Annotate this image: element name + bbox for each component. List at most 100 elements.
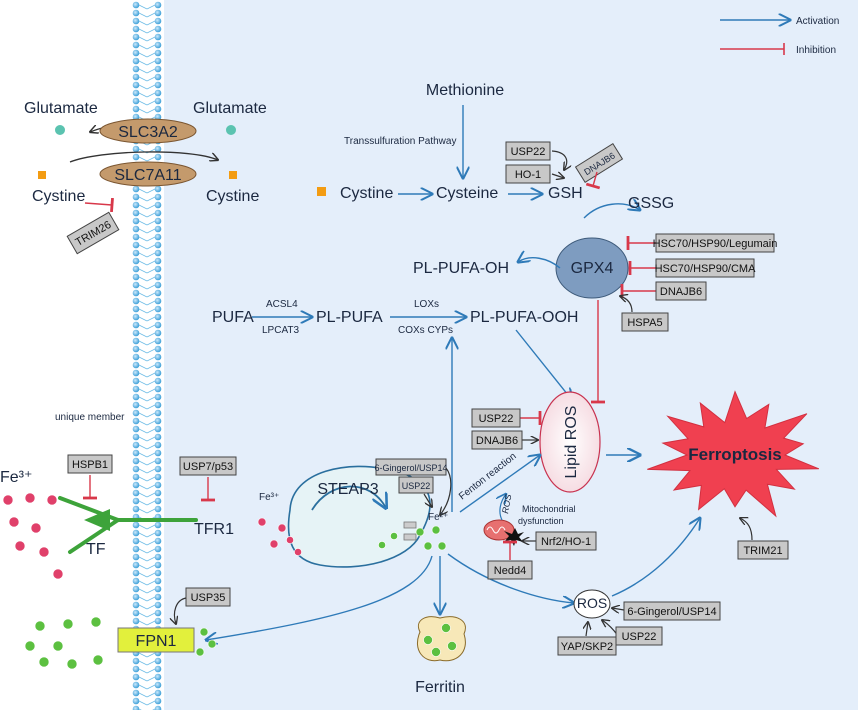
gingerol-usp14-a-box: 6-Gingerol/USP14 xyxy=(374,458,448,476)
svg-text:USP22: USP22 xyxy=(622,631,657,643)
yap-skp2-box: YAP/SKP2 xyxy=(557,636,617,656)
membrane-head xyxy=(132,353,140,361)
membrane-head xyxy=(132,281,140,289)
membrane-head xyxy=(132,9,140,17)
membrane-head xyxy=(154,337,162,345)
tf-label: TF xyxy=(86,541,106,558)
membrane-head xyxy=(132,553,140,561)
iron-dot xyxy=(30,522,42,534)
membrane-head xyxy=(154,105,162,113)
membrane-head xyxy=(132,529,140,537)
iron-dot xyxy=(46,494,58,506)
membrane-head xyxy=(154,601,162,609)
membrane-head xyxy=(132,473,140,481)
membrane-head xyxy=(154,673,162,681)
slc3a2-transporter xyxy=(99,118,197,144)
membrane-head xyxy=(154,321,162,329)
fpn1-label: FPN1 xyxy=(136,633,177,650)
acsl4-label: ACSL4 xyxy=(266,299,298,310)
membrane-head xyxy=(132,273,140,281)
membrane-head xyxy=(132,465,140,473)
membrane-head xyxy=(132,401,140,409)
membrane-head xyxy=(154,297,162,305)
membrane-head xyxy=(154,265,162,273)
iron-dot xyxy=(423,635,433,645)
membrane-head xyxy=(154,393,162,401)
iron-dot xyxy=(378,541,386,549)
membrane-head xyxy=(132,537,140,545)
pl-pufa-ooh-label: PL-PUFA-OOH xyxy=(470,309,578,326)
membrane-head xyxy=(154,273,162,281)
cystine-mid-label: Cystine xyxy=(340,185,393,202)
membrane-head xyxy=(154,489,162,497)
membrane-head xyxy=(132,409,140,417)
membrane-head xyxy=(154,537,162,545)
endosome: STEAP3 6-Gingerol/USP14 USP22 xyxy=(286,458,452,568)
membrane-head xyxy=(132,585,140,593)
membrane-head xyxy=(154,17,162,25)
usp22-gsh-box: USP22 xyxy=(505,141,551,161)
membrane-head xyxy=(154,569,162,577)
membrane-head xyxy=(132,561,140,569)
membrane-head xyxy=(154,257,162,265)
membrane-head xyxy=(132,313,140,321)
svg-text:HSPB1: HSPB1 xyxy=(72,459,108,471)
membrane-head xyxy=(154,473,162,481)
svg-text:HSPA5: HSPA5 xyxy=(627,317,662,329)
nedd4-box: Nedd4 xyxy=(487,560,533,580)
iron-dot xyxy=(431,525,441,535)
cystine-mid-square xyxy=(317,187,326,196)
dmt1-channel-top xyxy=(403,521,417,529)
membrane-head xyxy=(154,505,162,513)
membrane-head xyxy=(132,193,140,201)
membrane-head xyxy=(154,457,162,465)
membrane-head xyxy=(132,329,140,337)
membrane-head xyxy=(132,57,140,65)
membrane-head xyxy=(154,25,162,33)
membrane-head xyxy=(154,1,162,9)
svg-text:6-Gingerol/USP14: 6-Gingerol/USP14 xyxy=(627,606,716,618)
usp7-p53-box: USP7/p53 xyxy=(179,456,237,476)
membrane-head xyxy=(154,385,162,393)
membrane-head xyxy=(154,153,162,161)
membrane-head xyxy=(154,377,162,385)
iron-dot xyxy=(207,639,217,649)
lipid-ros-node xyxy=(539,391,601,493)
iron-dot xyxy=(52,640,64,652)
cell-membrane xyxy=(130,0,164,710)
membrane-head xyxy=(154,529,162,537)
membrane-head xyxy=(154,417,162,425)
membrane-head xyxy=(132,209,140,217)
membrane-head xyxy=(154,33,162,41)
gpx4-hub: GPX4 PL-PUFA-OH HSC70/HSP90/Legumain HSC… xyxy=(413,233,777,404)
glutamate-in-label: Glutamate xyxy=(193,100,267,117)
svg-text:DNAJB6: DNAJB6 xyxy=(660,286,702,298)
iron-dot xyxy=(24,640,36,652)
membrane-head xyxy=(154,617,162,625)
membrane-head xyxy=(132,361,140,369)
membrane-head xyxy=(154,585,162,593)
usp35-box: USP35 xyxy=(185,587,231,607)
iron-dot xyxy=(24,492,36,504)
iron-dot xyxy=(90,616,102,628)
membrane-head xyxy=(132,305,140,313)
membrane-head xyxy=(132,657,140,665)
membrane-head xyxy=(132,601,140,609)
membrane-head xyxy=(154,449,162,457)
trim26-inhibition xyxy=(84,197,114,213)
membrane-head xyxy=(132,113,140,121)
tf-triangle xyxy=(84,509,110,531)
membrane-head xyxy=(154,201,162,209)
ferritin-label: Ferritin xyxy=(415,679,465,696)
membrane-head xyxy=(154,89,162,97)
svg-text:USP22: USP22 xyxy=(479,413,514,425)
svg-text:TRIM21: TRIM21 xyxy=(743,545,782,557)
membrane-head xyxy=(132,433,140,441)
fe3-out-label: Fe³⁺ xyxy=(0,469,32,486)
membrane-head xyxy=(132,105,140,113)
iron-dot xyxy=(441,623,451,633)
iron-uptake: Fe³⁺ HSPB1 unique member TF TFR1 USP7/p5… xyxy=(0,412,287,580)
fe2-label: Fe²⁺ xyxy=(428,512,448,523)
membrane-head xyxy=(154,545,162,553)
